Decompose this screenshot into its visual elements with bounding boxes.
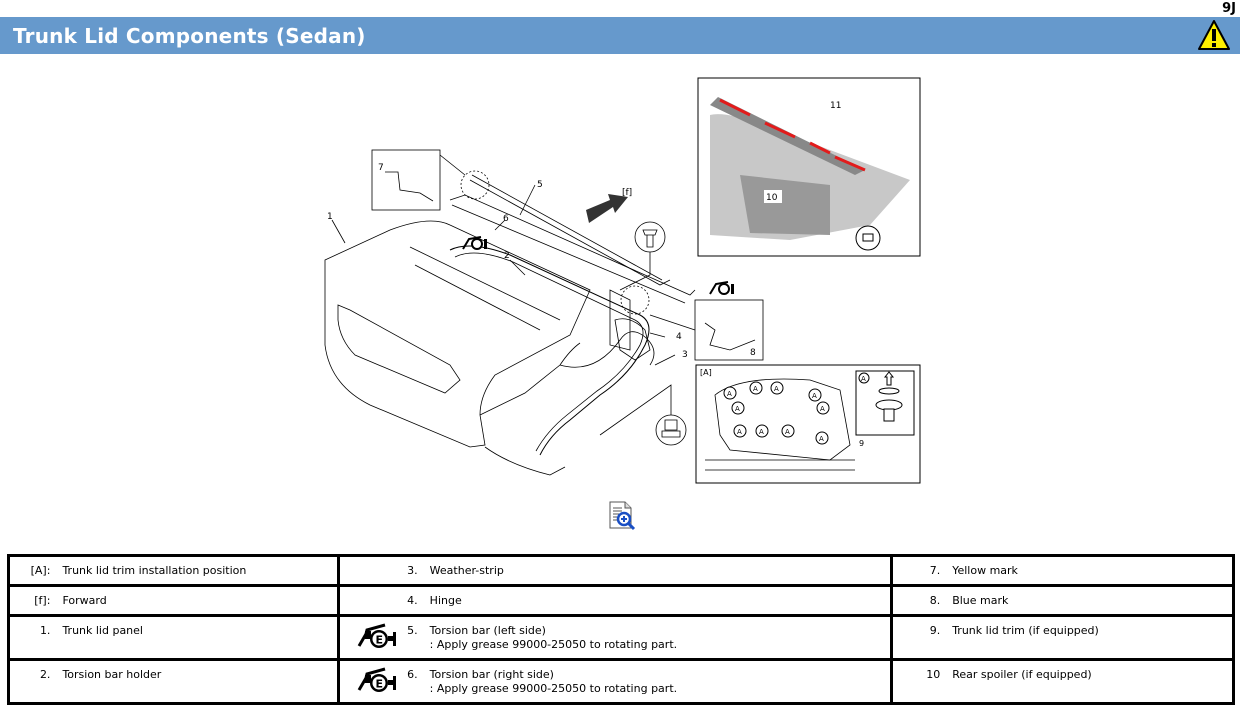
svg-text:A: A — [737, 428, 742, 436]
grease-symbol-5-6 — [462, 236, 487, 250]
legend-key: 2. — [7, 658, 57, 705]
table-row: [f]: Forward 4. Hinge 8. Blue mark — [7, 584, 1236, 617]
title-bar: Trunk Lid Components (Sedan) — [0, 17, 1240, 54]
legend-key: [A]: — [7, 554, 57, 587]
spoiler-inset: 11 10 — [697, 77, 921, 257]
legend-text: Hinge — [423, 584, 893, 617]
callout-4: 4 — [676, 332, 682, 342]
callout-10: 10 — [766, 193, 778, 203]
callout-6: 6 — [503, 214, 509, 224]
svg-text:E: E — [376, 678, 384, 691]
table-row: 2. Torsion bar holder E 6. Torsion bar (… — [7, 658, 1236, 705]
callout-1: 1 — [327, 212, 333, 222]
svg-text:A: A — [753, 385, 758, 393]
callout-f: [f] — [622, 188, 632, 198]
legend-key: 9. — [891, 614, 947, 661]
svg-text:[A]: [A] — [700, 368, 712, 377]
svg-text:A: A — [820, 405, 825, 413]
legend-key-with-symbol: E 5. — [338, 614, 424, 661]
grease-e-icon: E — [357, 667, 397, 692]
svg-text:E: E — [376, 634, 384, 647]
warning-triangle-icon[interactable] — [1198, 19, 1230, 51]
legend-key-with-symbol: E 6. — [338, 658, 424, 705]
legend-text: Trunk lid panel — [56, 614, 341, 661]
callout-5: 5 — [537, 180, 543, 190]
svg-text:A: A — [774, 385, 779, 393]
grease-e-icon: E — [357, 623, 397, 648]
torsion-bar-5 — [469, 179, 671, 286]
legend-item-name: Torsion bar (left side) — [429, 624, 546, 637]
svg-text:A: A — [759, 428, 764, 436]
callout-9: 9 — [859, 439, 864, 448]
legend-table: [A]: Trunk lid trim installation positio… — [7, 554, 1236, 705]
callout-8: 8 — [750, 348, 756, 358]
legend-key: 10 — [891, 658, 947, 705]
legend-text: Trunk lid trim installation position — [56, 554, 341, 587]
grease-symbol-hinge — [709, 281, 734, 295]
legend-item-name: Torsion bar (right side) — [429, 668, 554, 681]
svg-text:A: A — [727, 390, 732, 398]
callout-2: 2 — [504, 251, 510, 261]
forward-arrow — [586, 194, 628, 223]
svg-text:A: A — [861, 375, 866, 383]
legend-text: Rear spoiler (if equipped) — [946, 658, 1236, 705]
hinge — [609, 289, 631, 351]
legend-key: 7. — [891, 554, 947, 587]
zoom-document-icon[interactable] — [607, 500, 637, 532]
legend-text: Torsion bar holder — [56, 658, 341, 705]
svg-text:A: A — [812, 392, 817, 400]
legend-text: Blue mark — [946, 584, 1236, 617]
callout-7: 7 — [378, 163, 384, 173]
legend-key: 4. — [338, 584, 424, 617]
legend-key: 6. — [407, 668, 418, 681]
page-title: Trunk Lid Components (Sedan) — [13, 24, 366, 48]
legend-key: 5. — [407, 624, 418, 637]
callout-11: 11 — [830, 101, 841, 111]
section-id: 9J — [1222, 1, 1236, 16]
table-row: [A]: Trunk lid trim installation positio… — [7, 554, 1236, 587]
legend-key: 3. — [338, 554, 424, 587]
legend-note: : Apply grease 99000-25050 to rotating p… — [429, 638, 678, 651]
legend-note: : Apply grease 99000-25050 to rotating p… — [429, 682, 678, 695]
weather-strip — [449, 245, 650, 456]
trunk-lid-panel — [324, 220, 591, 448]
callout-3: 3 — [682, 350, 688, 360]
trim-detail-inset: [A] A A A A A A A A A A 9 A — [695, 364, 921, 484]
svg-text:A: A — [819, 435, 824, 443]
legend-text: Torsion bar (right side) : Apply grease … — [423, 658, 893, 705]
legend-text: Torsion bar (left side) : Apply grease 9… — [423, 614, 893, 661]
legend-text: Trunk lid trim (if equipped) — [946, 614, 1236, 661]
svg-text:A: A — [785, 428, 790, 436]
legend-text: Forward — [56, 584, 341, 617]
legend-key: 1. — [7, 614, 57, 661]
trunk-lid-diagram: 1 2 3 4 5 6 7 8 [f] 11 10 [A] A A A A A … — [324, 77, 921, 484]
legend-key: [f]: — [7, 584, 57, 617]
legend-key: 8. — [891, 584, 947, 617]
legend-text: Weather-strip — [423, 554, 893, 587]
legend-text: Yellow mark — [946, 554, 1236, 587]
table-row: 1. Trunk lid panel E 5. Torsion bar (lef… — [7, 614, 1236, 661]
torsion-bar-6 — [449, 194, 696, 296]
svg-text:A: A — [735, 405, 740, 413]
